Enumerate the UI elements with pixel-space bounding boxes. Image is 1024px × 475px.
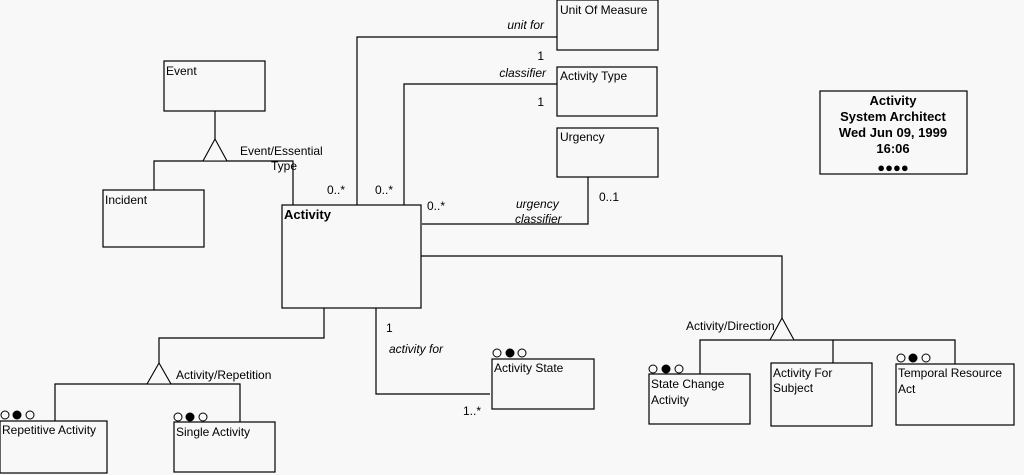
generalization-label-direction: Activity/Direction xyxy=(686,319,775,333)
title-block-time: 16:06 xyxy=(876,141,909,156)
generalization-triangle-icon xyxy=(769,316,795,341)
entity-label: Repetitive Activity xyxy=(2,423,96,437)
relationship-classifier-line[interactable] xyxy=(403,83,557,205)
entity-label: Activity State xyxy=(494,361,564,375)
title-block: Activity System Architect Wed Jun 09, 19… xyxy=(819,90,968,175)
multiplicity-label: 0..* xyxy=(327,183,345,197)
relationship-unit-for-line[interactable] xyxy=(356,36,557,205)
state-indicator-icon xyxy=(173,412,208,422)
entity-label: Urgency xyxy=(560,130,605,144)
entity-activity-state[interactable]: Activity State xyxy=(491,358,595,410)
generalization-triangle-icon xyxy=(146,361,172,385)
entity-label: Incident xyxy=(105,193,148,207)
multiplicity-label: 1 xyxy=(386,321,393,335)
entity-label: Single Activity xyxy=(176,425,250,439)
entity-unit-of-measure[interactable]: Unit Of Measure xyxy=(556,0,659,51)
entity-label: Activity xyxy=(651,393,689,407)
entity-label: Act xyxy=(898,382,916,396)
generalization-label-repetition: Activity/Repetition xyxy=(176,368,271,382)
relationship-label-classifier: classifier xyxy=(499,66,547,80)
multiplicity-label: 1 xyxy=(537,95,544,109)
entity-label: Activity xyxy=(284,207,332,222)
multiplicity-label: 0..* xyxy=(427,199,445,213)
relationship-label-activity-for: activity for xyxy=(389,342,444,356)
relationship-label-unit-for: unit for xyxy=(507,18,545,32)
entity-label: State Change xyxy=(651,377,725,391)
title-block-tool: System Architect xyxy=(840,109,946,124)
entity-label: Subject xyxy=(773,381,814,395)
entity-label: Event xyxy=(166,64,197,78)
state-indicator-icon xyxy=(648,364,684,374)
entity-activity-for-subject[interactable]: Activity For Subject xyxy=(770,362,873,427)
state-indicator-icon xyxy=(896,353,931,363)
entity-label: Activity For xyxy=(773,366,832,380)
title-block-diagram-name: Activity xyxy=(870,93,918,108)
generalization-direction-line[interactable] xyxy=(421,255,783,318)
entity-state-change-activity[interactable]: State Change Activity xyxy=(648,373,751,425)
entity-label: Activity Type xyxy=(560,69,627,83)
entity-activity-type[interactable]: Activity Type xyxy=(556,66,658,117)
entity-urgency[interactable]: Urgency xyxy=(556,127,659,178)
multiplicity-label: 0..* xyxy=(375,183,393,197)
relationship-label-urgency-classifier: urgency xyxy=(516,197,560,211)
state-indicator-icon xyxy=(0,410,35,420)
entity-incident[interactable]: Incident xyxy=(102,189,205,248)
state-indicator-icon xyxy=(492,348,527,358)
entity-temporal-resource-act[interactable]: Temporal Resource Act xyxy=(895,363,1015,426)
relationship-activity-for-line[interactable] xyxy=(375,308,490,395)
multiplicity-label: 1..* xyxy=(463,404,481,418)
generalization-triangle-icon xyxy=(202,137,228,162)
generalization-repetition-bar[interactable] xyxy=(54,383,241,422)
generalization-repetition-line[interactable] xyxy=(158,308,325,363)
entity-repetitive-activity[interactable]: Repetitive Activity xyxy=(0,420,108,474)
entity-event[interactable]: Event xyxy=(163,60,266,112)
relationship-label-urgency-classifier: classifier xyxy=(515,212,563,226)
title-block-date: Wed Jun 09, 1999 xyxy=(839,125,947,140)
generalization-label-event: Type xyxy=(271,159,297,173)
entity-label: Temporal Resource xyxy=(898,366,1002,380)
relationship-urgency-classifier-line[interactable] xyxy=(422,177,589,225)
entity-single-activity[interactable]: Single Activity xyxy=(173,421,276,473)
generalization-direction-bar[interactable] xyxy=(699,339,956,374)
entity-activity[interactable]: Activity xyxy=(281,204,422,309)
multiplicity-label: 0..1 xyxy=(599,190,619,204)
title-block-marker: ●●●● xyxy=(877,160,908,175)
generalization-label-event: Event/Essential xyxy=(240,144,323,158)
entity-label: Unit Of Measure xyxy=(560,3,648,17)
multiplicity-label: 1 xyxy=(537,49,544,63)
